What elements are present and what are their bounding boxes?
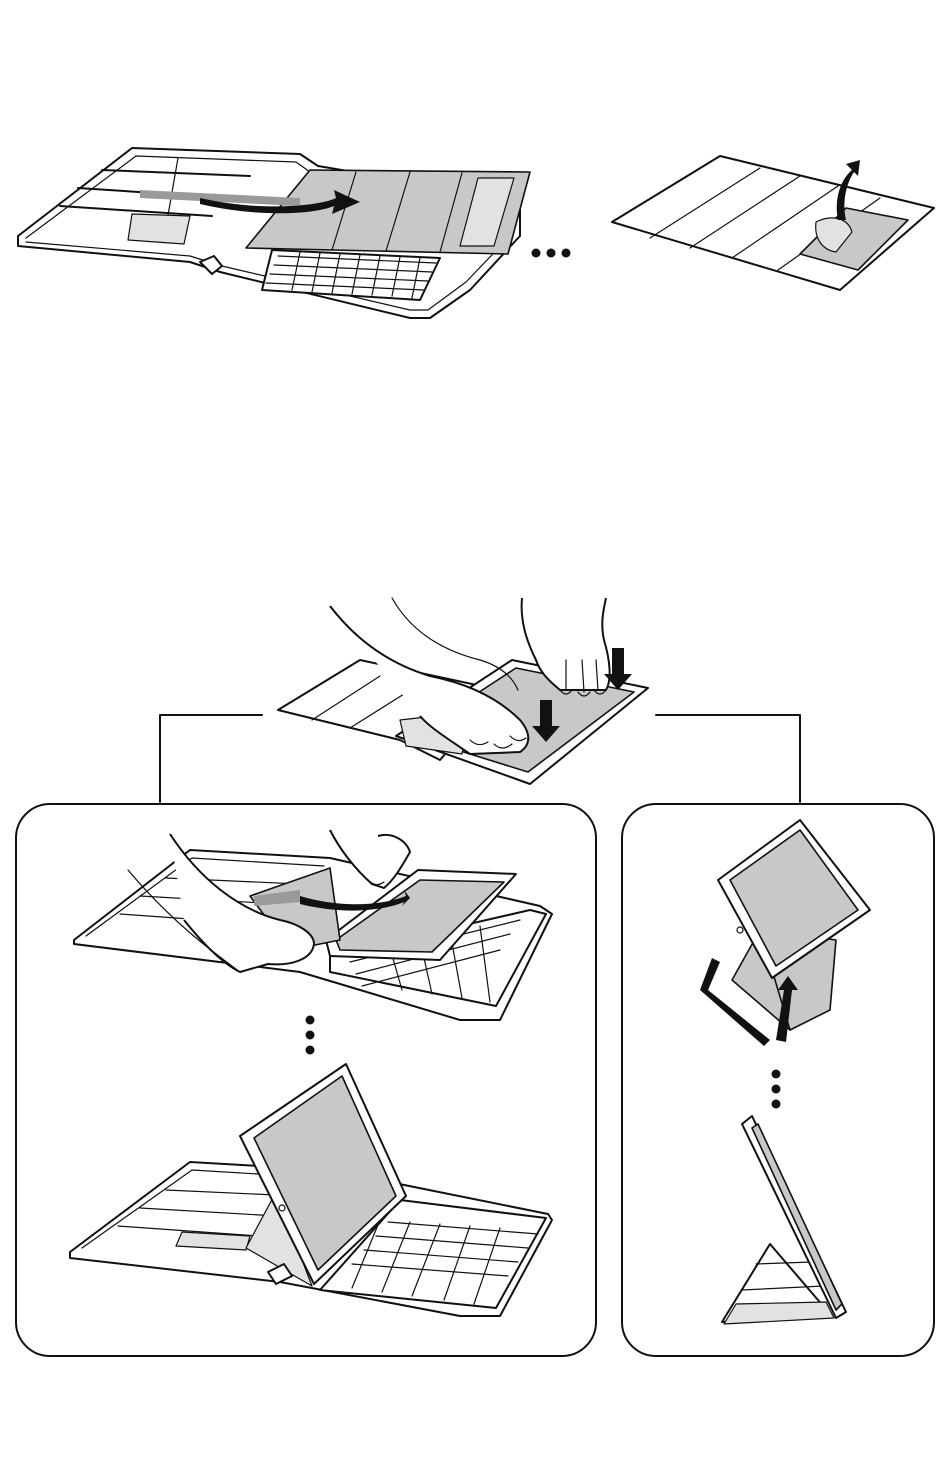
option-b-panel	[622, 804, 934, 1356]
keyboard-step-1	[262, 250, 440, 300]
press-tablet-step-3	[278, 598, 648, 784]
folio-open-step-1	[18, 148, 530, 318]
vertical-dots-icon-b	[772, 1070, 781, 1109]
cover-peel-step-2	[612, 156, 934, 290]
option-a-panel	[16, 804, 596, 1356]
vertical-dots-icon-a	[306, 1016, 315, 1055]
sequence-dots-icon	[532, 249, 571, 258]
